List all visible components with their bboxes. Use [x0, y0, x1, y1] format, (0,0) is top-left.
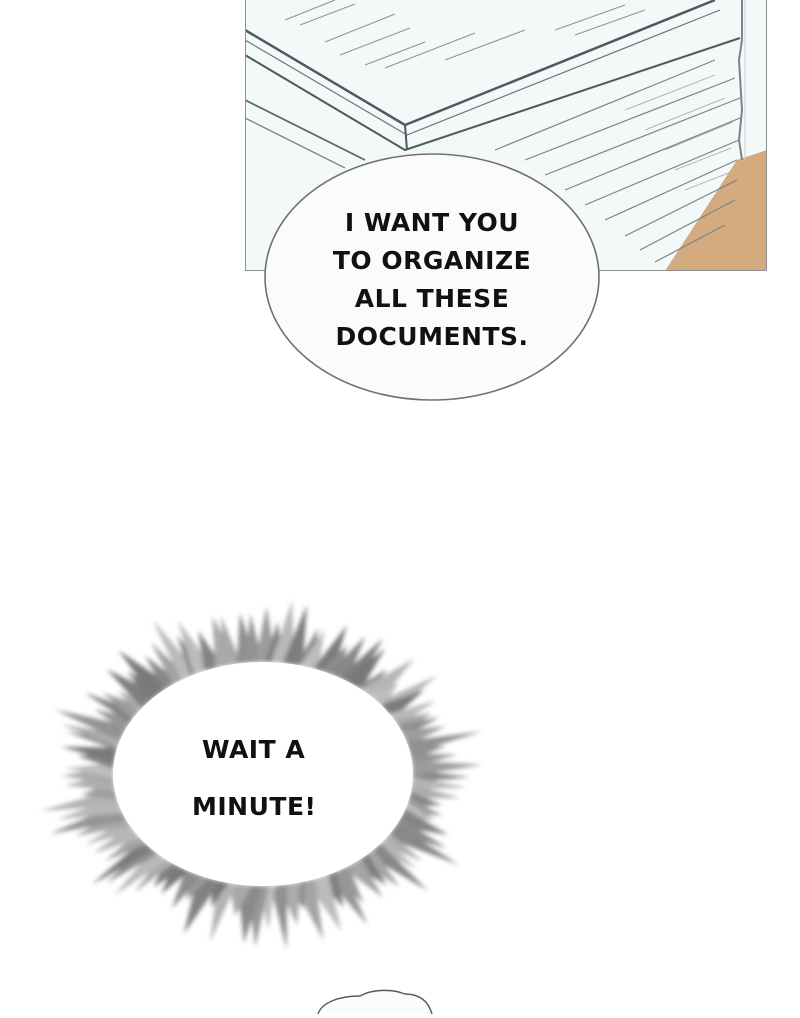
burst-spike [366, 843, 428, 891]
burst-spike [61, 724, 123, 748]
burst-bubble: WAIT A MINUTE! [28, 594, 498, 954]
partial-bubble [310, 984, 440, 1015]
burst-spike [171, 869, 202, 909]
speech-line: I WANT YOU [344, 208, 520, 237]
partial-bubble-outline [317, 989, 433, 1015]
burst-spike [161, 864, 189, 894]
speech-line: TO ORGANIZE [332, 246, 532, 275]
burst-spike [60, 746, 118, 762]
burst-spike [114, 849, 167, 896]
burst-spike [270, 600, 295, 665]
burst-spike [134, 855, 174, 893]
burst-spike [104, 833, 147, 862]
burst-spike [379, 833, 423, 862]
speech-bubble: I WANT YOU TO ORGANIZE ALL THESE DOCUMEN… [262, 152, 602, 404]
burst-spike [343, 858, 383, 898]
burst-spike [344, 648, 386, 690]
burst-spike [65, 731, 121, 751]
burst-spike [411, 776, 467, 790]
burst-spike [374, 838, 417, 869]
burst-spike [102, 692, 144, 719]
burst-spike [411, 760, 482, 776]
burst-spike [183, 874, 221, 934]
burst-spike [229, 883, 252, 917]
burst-spike [270, 884, 287, 950]
burst-bubble-spikes [40, 600, 482, 950]
burst-spike [313, 625, 348, 675]
speech-bubble-text: I WANT YOU TO ORGANIZE ALL THESE DOCUMEN… [262, 204, 602, 356]
burst-spike [282, 604, 307, 667]
burst-spike [328, 636, 366, 682]
burst-spike [300, 629, 325, 671]
burst-spike [55, 709, 128, 741]
burst-spike [94, 709, 134, 731]
burst-spike [91, 840, 154, 885]
burst-spike [84, 692, 139, 723]
burst-spike [409, 784, 461, 799]
burst-spike [117, 691, 149, 713]
burst-line: WAIT A [202, 735, 306, 764]
burst-line: MINUTE! [192, 792, 317, 821]
burst-spike [339, 638, 383, 687]
burst-spike [118, 650, 172, 698]
speech-bubble-outline [264, 153, 600, 401]
burst-spike [106, 669, 158, 708]
burst-spike [220, 615, 242, 666]
speech-line: DOCUMENTS. [335, 322, 529, 351]
burst-spike [153, 859, 183, 888]
burst-spike [367, 683, 399, 708]
burst-spike [380, 689, 425, 719]
speech-line: ALL THESE [354, 284, 510, 313]
burst-spike [390, 818, 447, 848]
burst-spike [144, 656, 180, 690]
burst-spike [65, 762, 114, 778]
burst-spike [386, 824, 459, 865]
